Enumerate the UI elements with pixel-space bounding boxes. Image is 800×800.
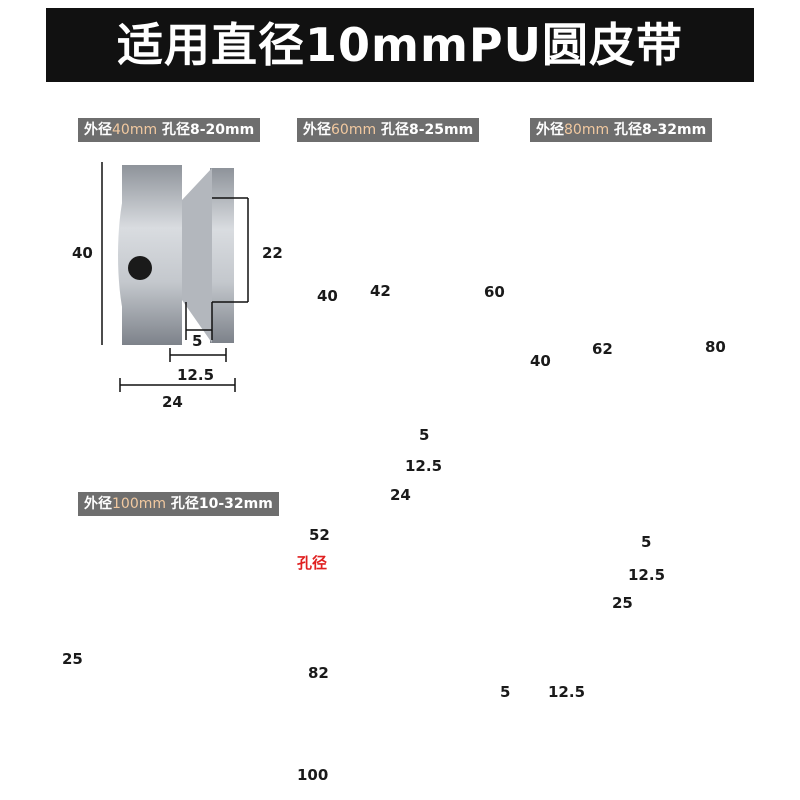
pulley-60-hub-height: 40 (317, 287, 338, 305)
pulley-80-total-width: 25 (612, 594, 633, 612)
pulley-80-hub-height: 40 (530, 352, 551, 370)
pulley-100-bore-label: 孔径 (297, 554, 328, 572)
pulley-60-height: 60 (484, 283, 505, 301)
pulley-100-inner: 82 (308, 664, 329, 682)
pulley-40-hub: 22 (262, 244, 283, 262)
pulley-100-hub-diameter: 52 (309, 526, 330, 544)
pulley-60-total-width: 24 (390, 486, 411, 504)
pulley-100-groove-width: 12.5 (548, 683, 586, 701)
pulley-40-dimension-lines (101, 162, 249, 392)
pulley-80-height: 80 (705, 338, 726, 356)
pulley-100-groove: 5 (500, 683, 511, 701)
pulley-60-groove: 5 (419, 426, 430, 444)
pulley-80-inner: 62 (592, 340, 613, 358)
pulley-40-total-width: 24 (162, 393, 183, 411)
pulley-80-groove: 5 (641, 533, 652, 551)
pulley-60-inner: 42 (370, 282, 391, 300)
pulley-60-groove-width: 12.5 (405, 457, 443, 475)
pulley-100-spec-tag: 外径100mm 孔径10-32mm (78, 492, 279, 516)
set-screw-icon (128, 256, 152, 280)
pulley-80-spec-tag: 外径80mm 孔径8-32mm (530, 118, 713, 142)
pulley-80-groove-width: 12.5 (628, 566, 666, 584)
pulley-100-height: 25 (62, 650, 83, 668)
pulley-40-drawing (118, 165, 234, 345)
pulley-100-total-width: 100 (297, 766, 329, 784)
pulley-40-groove-width: 12.5 (177, 366, 215, 384)
pulley-40-spec-tag: 外径40mm 孔径8-20mm (78, 118, 261, 142)
pulley-40-height: 40 (72, 244, 93, 262)
page-title-banner: 适用直径10mmPU圆皮带 (46, 8, 754, 82)
pulley-40-groove: 5 (192, 332, 203, 350)
pulley-60-spec-tag: 外径60mm 孔径8-25mm (297, 118, 480, 142)
